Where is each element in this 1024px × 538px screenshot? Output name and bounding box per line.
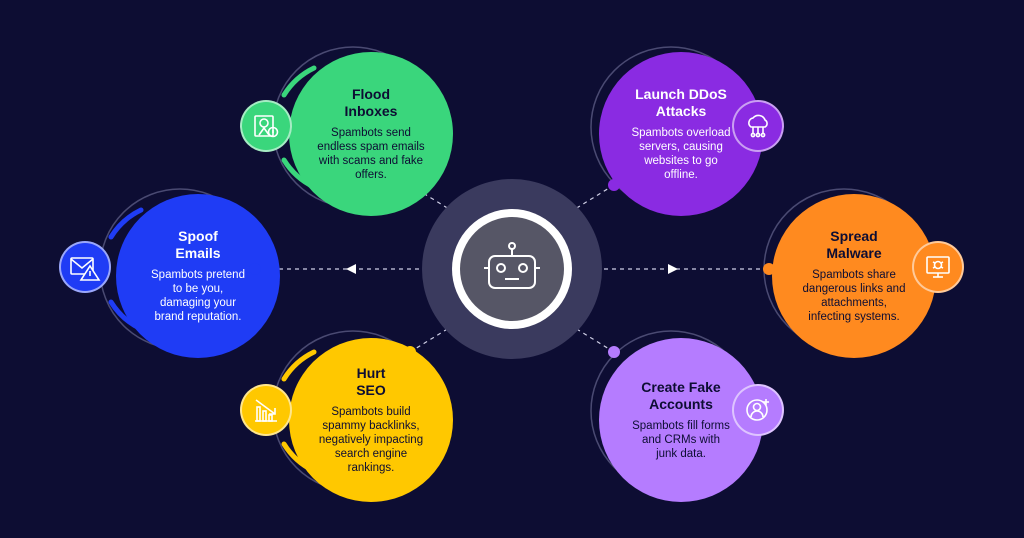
title-line: Spread — [830, 228, 878, 244]
desc-line: Spambots pretend — [151, 269, 245, 281]
desc-line: spammy backlinks, — [322, 420, 420, 432]
title-line: Create Fake — [641, 379, 721, 395]
node-seo: Hurt SEO Spambots build spammy backlinks… — [289, 338, 453, 502]
title-line: Launch DDoS — [635, 86, 727, 102]
desc-line: junk data. — [656, 448, 706, 460]
title-line: Inboxes — [344, 103, 398, 119]
node-malware: Spread Malware Spambots share dangerous … — [772, 194, 936, 358]
node-desc: Spambots build spammy backlinks, negativ… — [319, 405, 423, 475]
node-desc: Spambots send endless spam emails with s… — [317, 126, 424, 182]
desc-line: Spambots send — [331, 127, 411, 139]
monitor-bug-icon — [912, 241, 964, 293]
chart-down-icon — [240, 384, 292, 436]
node-title: Flood Inboxes — [345, 86, 398, 120]
desc-line: Spambots fill forms — [632, 420, 730, 432]
node-desc: Spambots share dangerous links and attac… — [803, 268, 906, 324]
node-fake: Create Fake Accounts Spambots fill forms… — [599, 338, 763, 502]
title-line: Flood — [351, 86, 391, 102]
robot-icon — [484, 242, 540, 289]
connector-dot-fake — [608, 346, 620, 358]
email-virus-icon — [240, 100, 292, 152]
node-title: Create Fake Accounts — [641, 379, 720, 413]
connector-dot-spoof — [249, 263, 261, 275]
node-desc: Spambots pretend to be you, damaging you… — [151, 268, 245, 324]
title-line: Accounts — [649, 396, 713, 412]
desc-line: rankings. — [347, 462, 395, 474]
user-add-icon — [732, 384, 784, 436]
node-title: Spoof Emails — [175, 228, 220, 262]
title-line: SEO — [356, 382, 386, 398]
desc-line: endless spam emails — [317, 141, 425, 153]
desc-line: servers, causing — [639, 141, 723, 153]
desc-line: brand reputation. — [154, 311, 242, 323]
desc-line: offers. — [355, 169, 387, 181]
title-line: Spoof — [178, 228, 218, 244]
email-warning-icon — [59, 241, 111, 293]
title-line: Malware — [826, 245, 882, 261]
desc-line: negatively impacting — [318, 434, 424, 446]
arrow-left — [346, 264, 356, 274]
node-title: Spread Malware — [826, 228, 881, 262]
arc-flood-top — [281, 65, 317, 98]
desc-line: Spambots build — [331, 406, 411, 418]
connector-dot-malware — [763, 263, 775, 275]
desc-line: damaging your — [159, 297, 237, 309]
arc-spoof-top — [108, 207, 144, 240]
desc-line: dangerous links and — [802, 283, 906, 295]
desc-line: offline. — [664, 169, 698, 181]
node-desc: Spambots overload servers, causing websi… — [631, 126, 730, 182]
arrow-right — [668, 264, 678, 274]
desc-line: attachments, — [821, 297, 887, 309]
connector-dot-ddos — [608, 179, 620, 191]
desc-line: websites to go — [644, 155, 718, 167]
desc-line: to be you, — [172, 283, 224, 295]
node-flood: Flood Inboxes Spambots send endless spam… — [289, 52, 453, 216]
desc-line: Spambots overload — [631, 127, 731, 139]
hub-core — [460, 217, 564, 321]
desc-line: search engine — [334, 448, 408, 460]
title-line: Emails — [175, 245, 221, 261]
connector-dot-seo — [404, 346, 416, 358]
desc-line: with scams and fake — [318, 155, 424, 167]
cloud-network-icon — [732, 100, 784, 152]
node-title: Launch DDoS Attacks — [635, 86, 727, 120]
node-title: Hurt SEO — [356, 365, 386, 399]
desc-line: Spambots share — [812, 269, 896, 281]
desc-line: and CRMs with — [642, 434, 720, 446]
connector-dot-flood — [404, 179, 416, 191]
node-desc: Spambots fill forms and CRMs with junk d… — [632, 419, 730, 461]
arc-seo-top — [281, 349, 317, 382]
title-line: Hurt — [356, 365, 386, 381]
title-line: Attacks — [655, 103, 707, 119]
node-spoof: Spoof Emails Spambots pretend to be you,… — [116, 194, 280, 358]
desc-line: infecting systems. — [808, 311, 900, 323]
